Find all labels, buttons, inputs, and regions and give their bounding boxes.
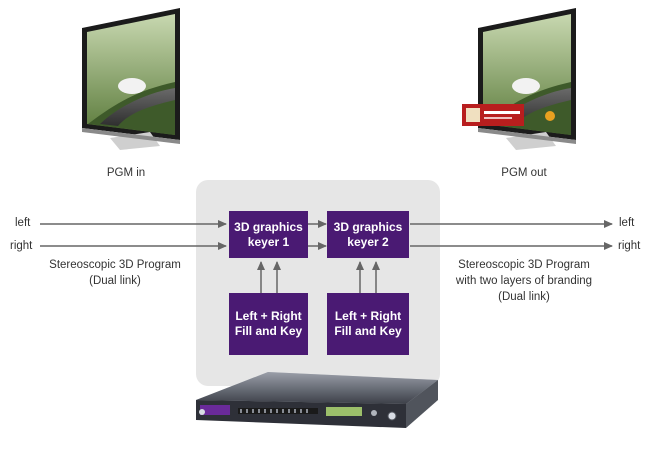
output-program-line3: (Dual link) [498, 291, 550, 303]
output-program-line2: with two layers of branding [455, 275, 593, 287]
fill-key-2-box: Left + Right Fill and Key [327, 293, 409, 355]
keyer-2-line1: 3D graphics [333, 219, 403, 234]
keyer-1-line2: keyer 1 [247, 234, 290, 249]
monitor-out-icon [462, 8, 576, 150]
keyer-2-line2: keyer 2 [347, 234, 389, 249]
keyer-1-line1: 3D graphics [234, 219, 303, 234]
fill-key-1-line1: Left + Right [235, 309, 302, 323]
output-left-label: left [619, 217, 635, 229]
fill-key-2-line1: Left + Right [334, 309, 402, 323]
input-right-label: right [10, 240, 33, 252]
fill-key-2-line2: Fill and Key [334, 324, 402, 338]
keyer-1-box: 3D graphics keyer 1 [229, 211, 308, 258]
output-right-label: right [618, 240, 641, 252]
monitor-out-label: PGM out [501, 167, 547, 179]
output-program-line1: Stereoscopic 3D Program [458, 259, 590, 271]
fill-key-1-box: Left + Right Fill and Key [229, 293, 308, 355]
input-left-label: left [15, 217, 31, 229]
fill-key-1-line2: Fill and Key [234, 324, 303, 338]
keyer-2-box: 3D graphics keyer 2 [327, 211, 409, 258]
monitor-in-icon [82, 8, 180, 150]
input-program-line1: Stereoscopic 3D Program [49, 259, 181, 271]
monitor-in-label: PGM in [106, 167, 146, 179]
input-program-line2: (Dual link) [89, 275, 141, 287]
rack-unit-icon [196, 372, 438, 428]
